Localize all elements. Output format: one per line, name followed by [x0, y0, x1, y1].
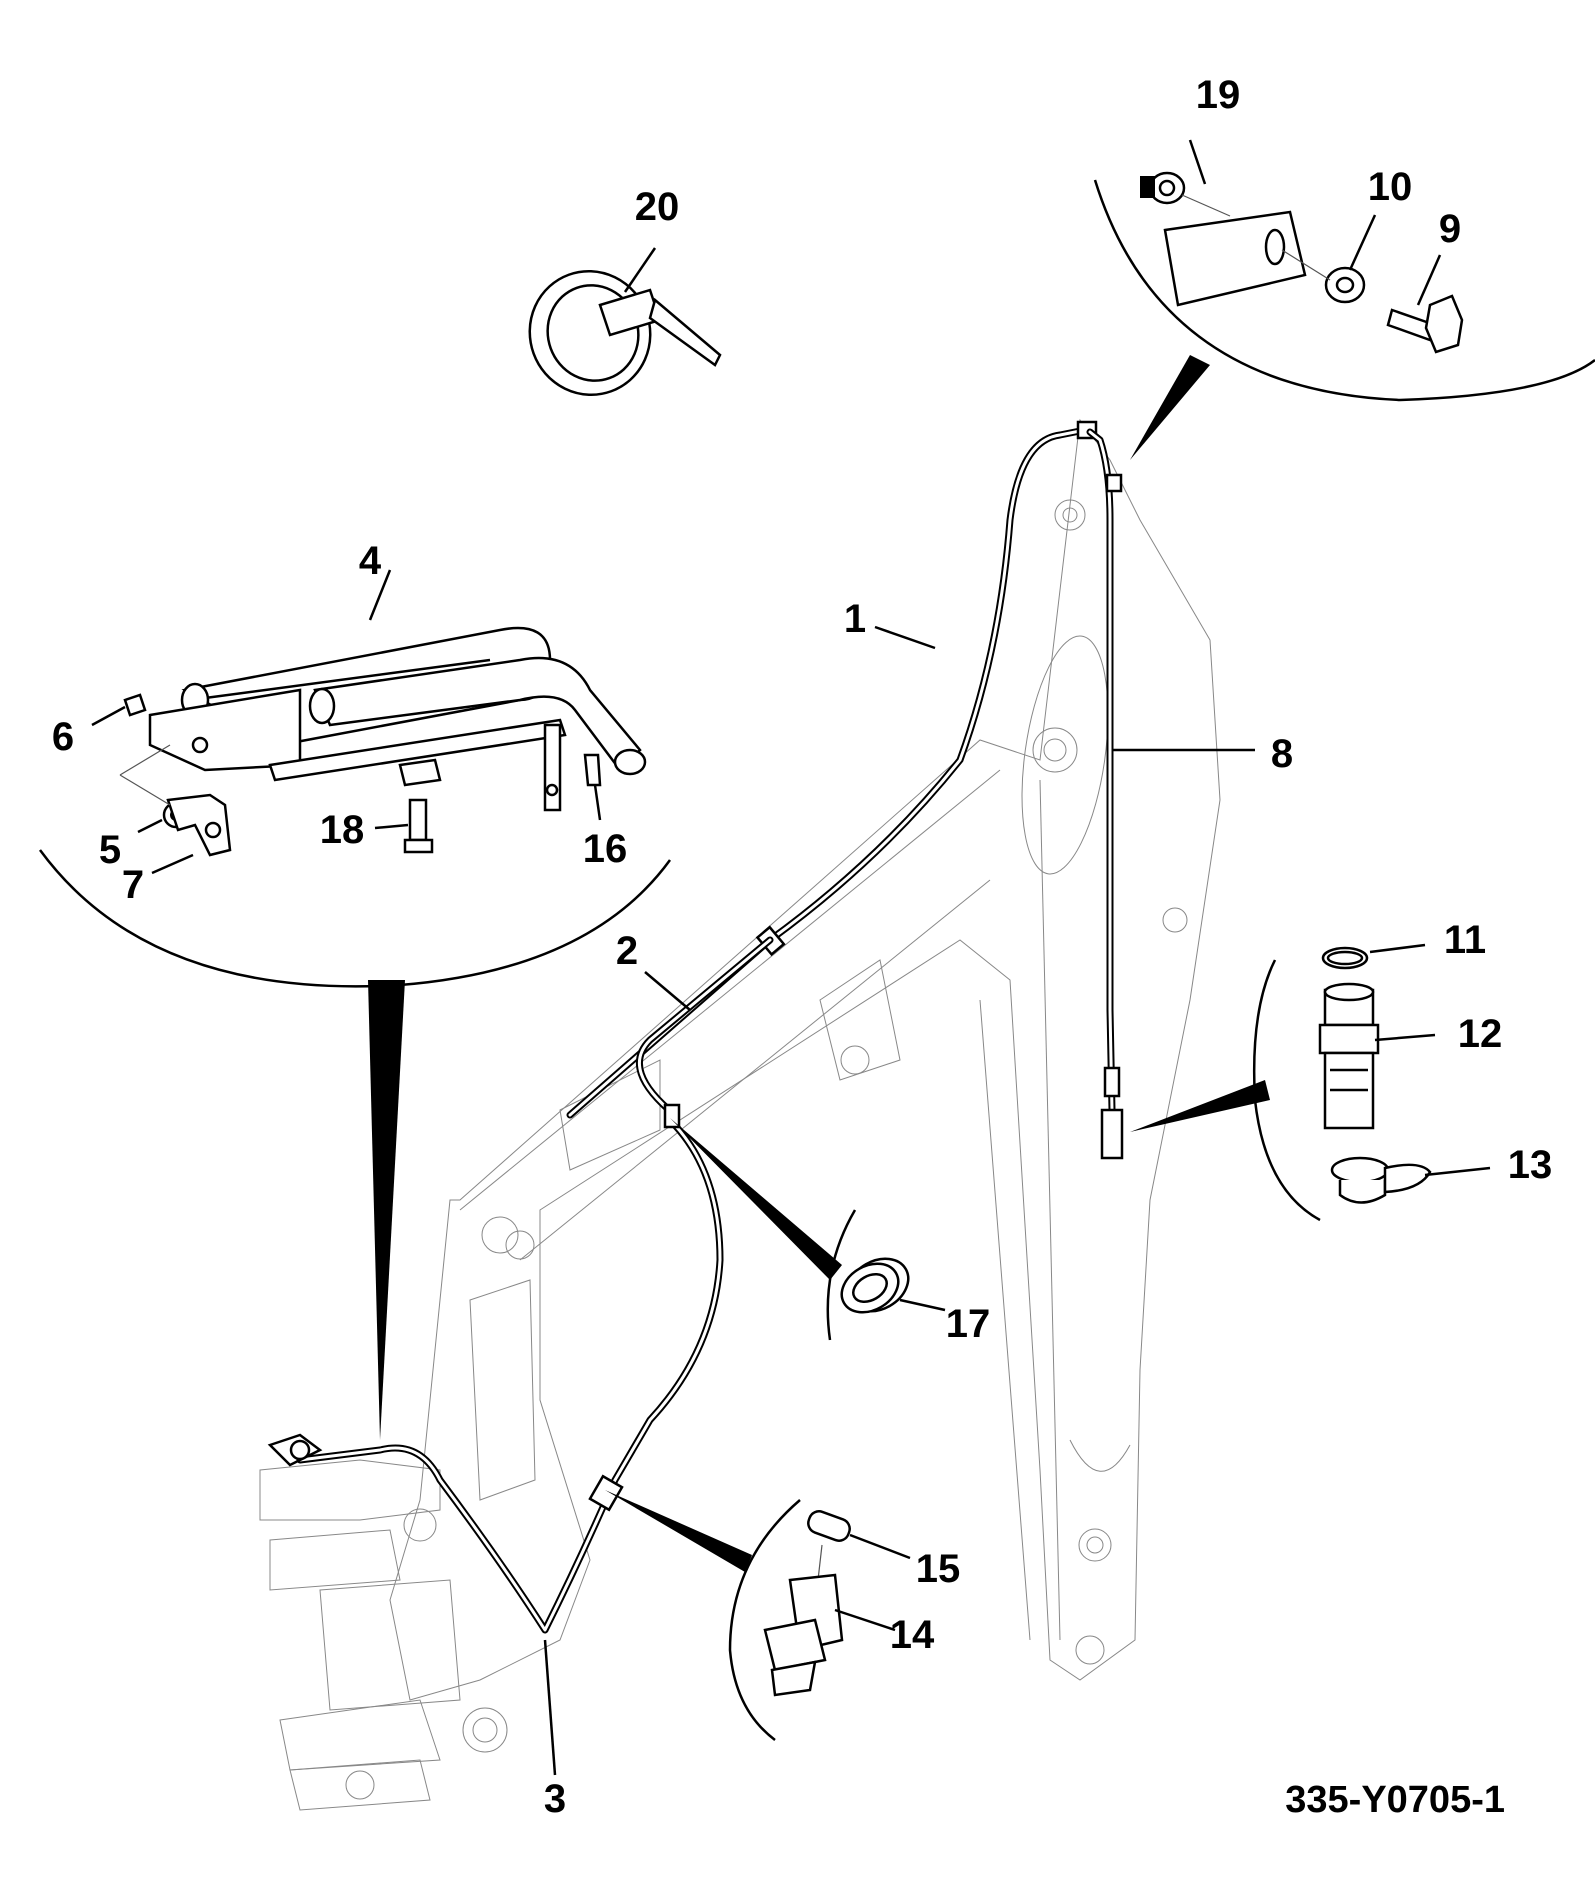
- boom-outline: [389, 418, 1221, 1753]
- callout-3: 3: [544, 1777, 566, 1821]
- callout-16: 16: [583, 827, 628, 871]
- nut-icon: [123, 693, 147, 717]
- detail-grommet: [670, 1118, 946, 1341]
- callout-10: 10: [1368, 165, 1413, 209]
- detail-bottom: [605, 1490, 911, 1741]
- dust-cap-icon: [1330, 1156, 1432, 1204]
- hose-8: [1086, 428, 1124, 1160]
- o-ring-icon: [1321, 946, 1369, 970]
- callout-5: 5: [99, 828, 121, 872]
- nut-icon: [1140, 171, 1186, 205]
- callout-7: 7: [122, 863, 144, 907]
- callout-2: 2: [616, 929, 638, 973]
- coupling-icon: [1318, 982, 1380, 1130]
- bolt-icon: [403, 798, 434, 854]
- callout-14: 14: [890, 1613, 935, 1657]
- callout-labels: 1 2 3 4 5 6 7 8 9 10 11 12 13 14 15 16 1…: [52, 73, 1552, 1821]
- callout-13: 13: [1508, 1143, 1553, 1187]
- leader-lines: [543, 625, 1255, 1776]
- callout-17: 17: [946, 1302, 991, 1346]
- callout-8: 8: [1271, 732, 1293, 776]
- callout-9: 9: [1439, 207, 1461, 251]
- callout-11: 11: [1444, 918, 1486, 962]
- callout-6: 6: [52, 715, 74, 759]
- washer-icon: [1324, 266, 1366, 304]
- bolt-icon: [1386, 294, 1464, 354]
- bracket-icon: [166, 793, 232, 857]
- callout-20: 20: [635, 185, 680, 229]
- linkage-outline: [259, 1459, 461, 1811]
- drawing-number: 335-Y0705-1: [1285, 1779, 1505, 1821]
- callout-19: 19: [1196, 73, 1241, 117]
- callout-4: 4: [359, 539, 382, 583]
- cap-icon: [807, 1510, 851, 1542]
- clip-icon: [583, 753, 602, 787]
- adapter-icon: [763, 1573, 844, 1697]
- hose-2-3: [267, 936, 774, 1634]
- grommet-icon: [840, 1257, 910, 1314]
- cable-tie-icon: [528, 247, 722, 397]
- detail-top-right: [1093, 139, 1595, 460]
- callout-12: 12: [1458, 1012, 1503, 1056]
- detail-left: [38, 569, 672, 1440]
- detail-right-mid: [1130, 943, 1491, 1222]
- pipe-assembly-icon: [148, 626, 647, 812]
- callout-1: 1: [844, 597, 866, 641]
- hose-1: [566, 420, 1098, 1119]
- plate-icon: [1163, 210, 1307, 307]
- callout-15: 15: [916, 1547, 961, 1591]
- callout-18: 18: [320, 808, 365, 852]
